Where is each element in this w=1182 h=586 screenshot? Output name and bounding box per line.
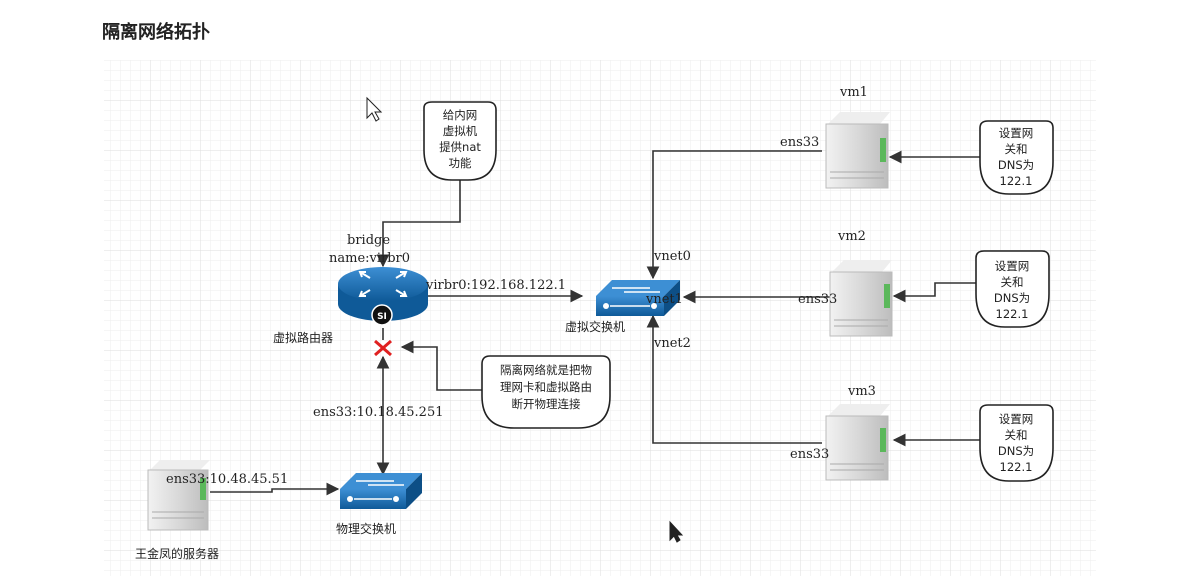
isolation-note: 隔离网络就是把物 理网卡和虚拟路由 断开物理连接 (481, 355, 611, 429)
isolation-note-line1: 隔离网络就是把物 (500, 363, 592, 377)
server-interface-label: ens33:10.48.45.51 (166, 472, 288, 487)
server-label: 王金凤的服务器 (135, 546, 219, 561)
nat-note-line4: 功能 (449, 156, 472, 170)
vm3-name: vm3 (847, 384, 876, 399)
router-bridge-line2: name:virbr0 (329, 251, 410, 266)
vm3-server-icon (825, 404, 890, 481)
router-badge: SI (377, 312, 387, 322)
link-cut-icon (374, 339, 392, 357)
server-pswitch-link (210, 482, 340, 496)
vm2-note-line4: 122.1 (996, 307, 1029, 321)
vm1-vnet0-link (646, 150, 822, 280)
vm1-note-line2: 关和 (1005, 142, 1028, 156)
physical-switch-icon (340, 473, 422, 509)
vm2-note-connector (892, 282, 976, 303)
virtual-switch-label: 虚拟交换机 (565, 319, 625, 334)
vm2-note-line3: DNS为 (994, 291, 1030, 305)
vm2-name: vm2 (837, 229, 866, 244)
nat-note-line2: 虚拟机 (443, 124, 478, 138)
vm2-server-icon (829, 260, 893, 337)
vm1-note-line4: 122.1 (1000, 174, 1033, 188)
virtual-switch-icon (596, 280, 680, 316)
router-interface-label: virbr0:192.168.122.1 (425, 278, 566, 293)
virtual-router-icon (338, 267, 428, 326)
vm2-config-note: 设置网 关和 DNS为 122.1 (975, 250, 1050, 328)
vm2-note-line2: 关和 (1001, 275, 1024, 289)
vm3-config-note: 设置网 关和 DNS为 122.1 (979, 404, 1054, 482)
vm1-config-note: 设置网 关和 DNS为 122.1 (979, 120, 1054, 195)
vm1-note-line3: DNS为 (998, 158, 1034, 172)
physical-server-icon (147, 460, 210, 531)
vm3-nic-label: ens33 (790, 447, 829, 462)
router-bridge-line1: bridge (347, 233, 390, 248)
router-label: 虚拟路由器 (273, 330, 333, 345)
vm1-server-icon (825, 112, 890, 189)
nat-note-line1: 给内网 (443, 108, 478, 122)
vm3-note-line4: 122.1 (1000, 460, 1033, 474)
vm1-note-line1: 设置网 (999, 126, 1034, 140)
router-uplink-label: ens33:10.18.45.251 (313, 405, 444, 420)
mouse-cursor-icon (669, 520, 684, 543)
nat-note: 给内网 虚拟机 提供nat 功能 (423, 101, 497, 181)
mouse-cursor-icon (366, 96, 383, 122)
vm1-name: vm1 (839, 85, 868, 100)
nat-note-line3: 提供nat (439, 140, 481, 154)
vnet2-label: vnet2 (653, 336, 691, 351)
vm3-note-line2: 关和 (1005, 428, 1028, 442)
isolation-note-line3: 断开物理连接 (512, 397, 581, 411)
physical-switch-label: 物理交换机 (336, 521, 396, 536)
vm1-nic-label: ens33 (780, 135, 819, 150)
vnet1-label: vnet1 (645, 292, 683, 307)
vm3-vnet2-link (646, 314, 822, 444)
isolation-note-connector (400, 340, 482, 391)
page-title: 隔离网络拓扑 (102, 22, 210, 43)
nat-note-connector (376, 178, 461, 268)
vm2-nic-label: ens33 (798, 292, 837, 307)
isolation-note-line2: 理网卡和虚拟路由 (500, 380, 592, 394)
vm2-note-line1: 设置网 (995, 259, 1030, 273)
vm3-note-line3: DNS为 (998, 444, 1034, 458)
vnet0-label: vnet0 (653, 249, 691, 264)
vm3-note-line1: 设置网 (999, 412, 1034, 426)
grid-canvas (104, 60, 1096, 576)
